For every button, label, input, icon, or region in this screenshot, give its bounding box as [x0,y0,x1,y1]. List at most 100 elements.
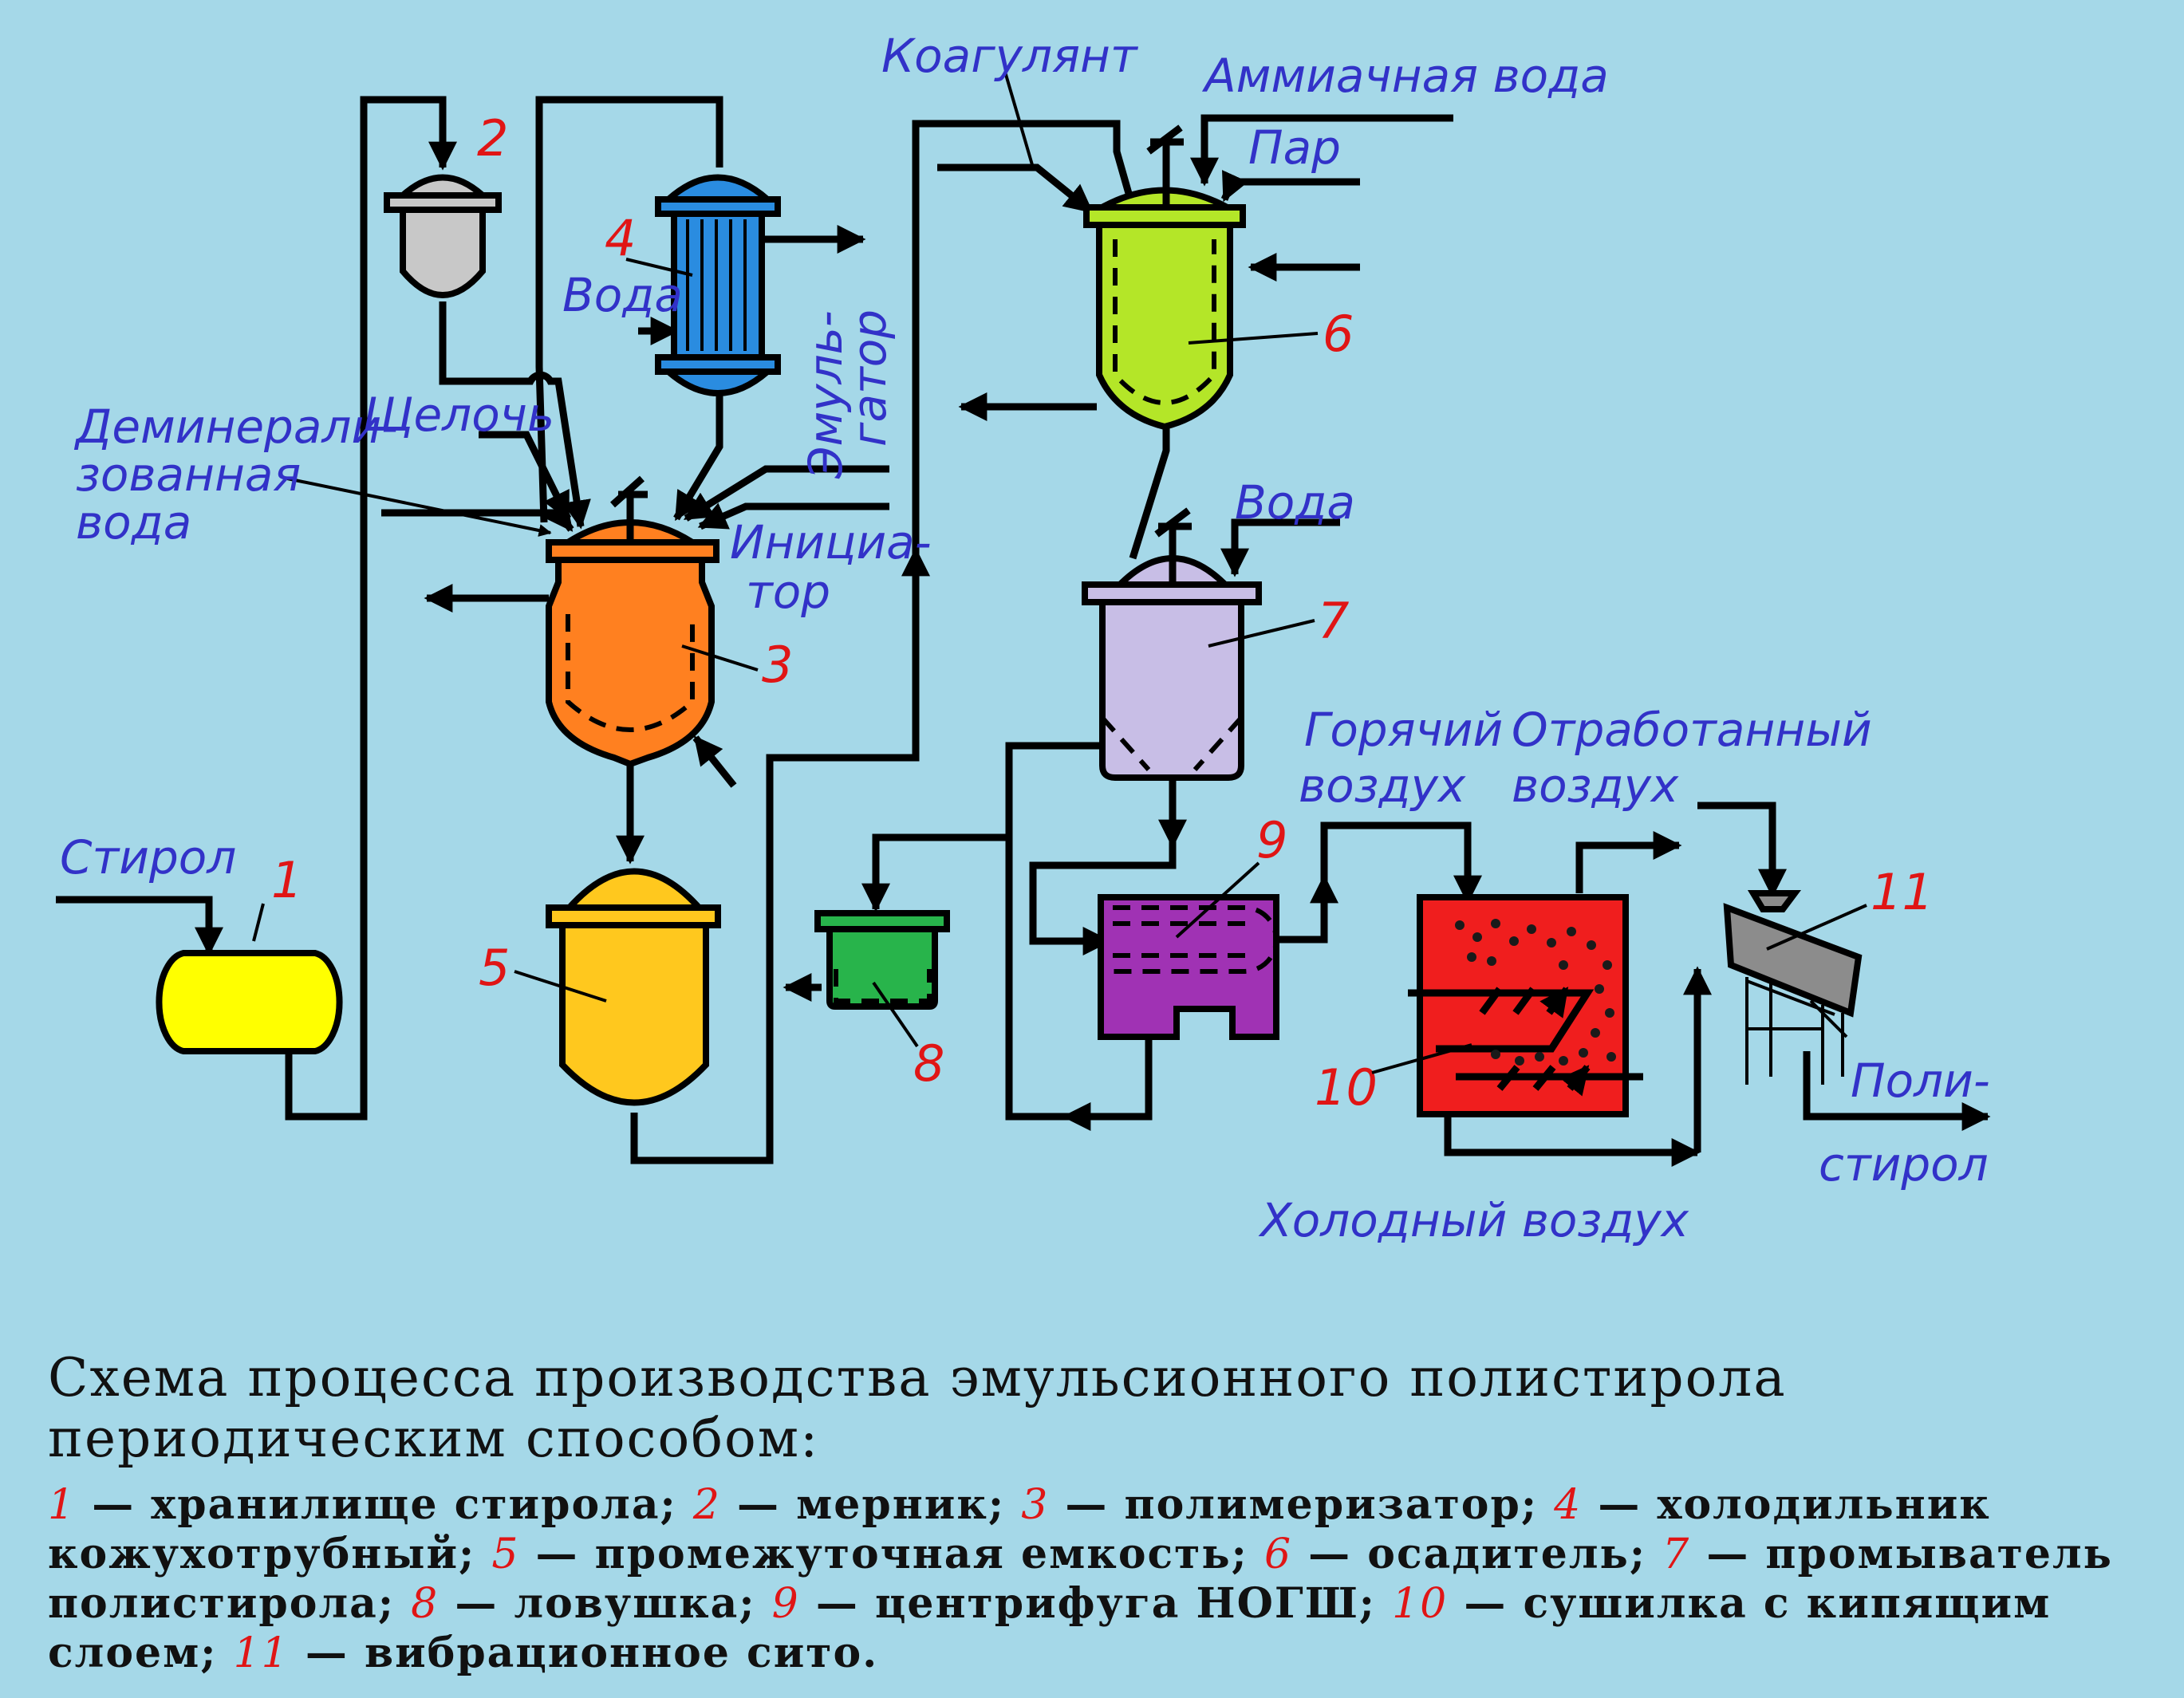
legend-item: 6 — осадитель; [1264,1530,1662,1578]
legend-number: 6 [1263,1531,1293,1578]
pipe-coagulant [937,163,1094,215]
label-water-cooler: Вода [562,268,683,322]
pipe-to-trap [861,833,1009,912]
legend-item: 1 — хранилище стирола; [48,1480,693,1529]
number-10: 10 [1315,1058,1378,1117]
legend-number: 9 [771,1580,800,1628]
washer [1082,507,1262,781]
polymerizer [546,475,719,768]
number-5: 5 [479,939,510,997]
legend-text: — полимеризатор; [1049,1480,1555,1529]
pointer-11 [1766,904,1867,951]
stream-labels: Стирол Деминерали- зованная вода Щелочь … [60,29,1990,1247]
legend-text: — промыватель полистирола; [48,1530,2113,1628]
fluidized-particles [1455,919,1616,1066]
legend-item: 2 — мерник; [693,1480,1021,1529]
legend: 1 — хранилище стирола; 2 — мерник; 3 — п… [48,1480,2154,1678]
pipe-centrifuge-to-dryer [1276,821,1482,944]
label-demin-water-3: вода [76,495,191,550]
legend-text: — сушилка с кипящим слоем; [48,1579,2052,1677]
label-spent-air-1: Отработанный [1512,703,1872,757]
legend-item: 9 — центрифуга НОГШ; [772,1579,1392,1628]
pipe-spent-air [1575,831,1682,893]
dryer [1408,894,1643,1117]
label-spent-air-2: воздух [1512,758,1679,813]
legend-text: — ловушка; [439,1579,772,1628]
pipe-precip-to-washer [1129,427,1170,560]
number-11: 11 [1871,863,1934,921]
legend-text: — осадитель; [1292,1530,1663,1578]
label-hot-air-1: Горячий [1304,703,1503,757]
pipe-vapor-to-cooler [535,96,723,523]
label-styrene-in: Стирол [60,830,236,884]
pipe-coagulant-pointer [1003,71,1035,168]
legend-number: 10 [1392,1580,1449,1628]
label-hot-air-2: воздух [1299,758,1466,813]
styrene-tank [156,950,343,1054]
legend-number: 1 [48,1481,77,1529]
label-polystyrene-2: стирол [1819,1137,1989,1192]
legend-item: 4 — холодильник кожухотрубный; [48,1480,1991,1578]
tube-cooler [655,174,781,396]
pointer-10 [1371,1043,1472,1074]
pointer-6 [1188,332,1319,345]
legend-item: 5 — промежуточная емкость; [491,1530,1264,1578]
pipe-washer-water [1220,518,1340,577]
label-initiator-1: Инициа- [730,515,932,569]
pointer-7 [1208,619,1315,648]
legend-text: — хранилище стирола; [76,1480,693,1529]
number-labels: 1 2 3 4 5 6 7 8 9 10 11 [252,109,1934,1117]
pipe-initiator [697,502,889,530]
number-3: 3 [762,636,793,694]
intermediate-tank [546,868,721,1106]
diagram-canvas: 1 2 3 4 5 6 7 8 9 10 11 Стирол Деминерал… [56,29,1991,1247]
legend-number: 3 [1021,1481,1050,1529]
legend-text: — холодильник кожухотрубный; [48,1480,1991,1578]
label-alkali: Щелочь [363,388,554,442]
legend-item: 7 — промыватель полистирола; [48,1530,2113,1628]
caption: Схема процесса производства эмульсионног… [48,1348,2154,1678]
number-7: 7 [1318,592,1349,650]
pointer-5 [514,970,607,1003]
label-initiator-2: тор [746,565,830,619]
pipe-demin-water [286,477,552,537]
legend-number: 4 [1554,1481,1583,1529]
pipe-washer-drain [1005,742,1153,1121]
pipe-steam [1220,170,1360,203]
pointer-4 [625,258,693,277]
measurer [384,174,502,298]
legend-item: 10 — сушилка с кипящим слоем; [48,1579,2051,1677]
trap [814,910,950,1010]
caption-title: Схема процесса производства эмульсионног… [48,1347,1787,1469]
label-ammonia-water: Аммиачная вода [1201,49,1609,103]
legend-item: 3 — полимеризатор; [1021,1480,1554,1529]
number-6: 6 [1323,305,1354,363]
number-9: 9 [1256,811,1287,869]
pipe-jacket-in [692,735,737,788]
label-demin-water-1: Деминерали- [73,400,398,454]
pipe-alkali [479,431,572,522]
legend-number: 8 [411,1580,440,1628]
number-2: 2 [477,109,508,167]
label-polystyrene-1: Поли- [1851,1054,1990,1108]
pipe-polystyrene-out [1803,1051,1991,1131]
vibrating-sieve [1723,890,1863,1085]
label-coagulant: Коагулянт [881,29,1139,83]
pipe-tank1-to-measurer [285,96,457,1121]
legend-number: 7 [1662,1531,1691,1578]
pointer-1 [252,903,265,942]
number-4: 4 [605,209,636,267]
legend-item: 11 — вибрационное сито. [234,1629,879,1677]
pipe-emulsifier [683,465,889,522]
pointer-8 [872,981,919,1048]
pipe-cold-air [1444,1113,1701,1167]
legend-text: — центрифуга НОГШ; [799,1579,1393,1628]
centrifuge [1098,894,1279,1040]
label-water-washer: Вода [1235,475,1355,530]
pointer-9 [1175,861,1260,939]
pipe-ammonia [1190,114,1453,187]
number-8: 8 [913,1034,944,1093]
legend-text: — мерник; [720,1480,1022,1529]
legend-number: 5 [491,1531,520,1578]
